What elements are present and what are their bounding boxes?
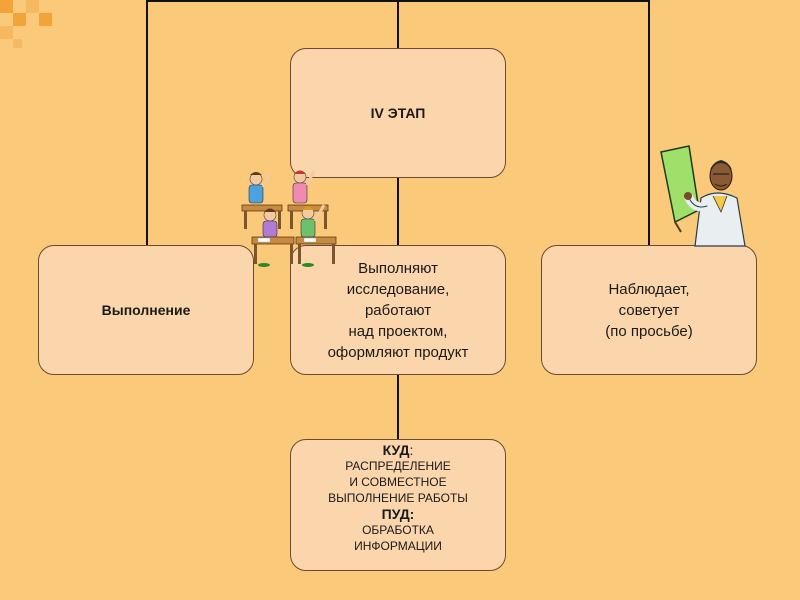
connector-top-left-vertical	[146, 0, 148, 245]
connector-top-horizontal	[146, 0, 650, 2]
execution-box: Выполнение	[38, 245, 254, 375]
kud-line: И СОВМЕСТНОЕ	[349, 475, 447, 489]
student-activity-line: работают	[364, 301, 432, 319]
student-activity-box: Выполняют исследование, работают над про…	[290, 245, 506, 375]
stage-label: IV ЭТАП	[370, 105, 426, 121]
student-activity-line: оформляют продукт	[327, 343, 469, 361]
corner-squares-icon	[0, 0, 52, 48]
connector-top-right-vertical	[648, 0, 650, 245]
teacher-with-board-icon	[655, 140, 755, 250]
kud-heading: КУД:	[383, 442, 414, 458]
connector-stage-to-middle	[397, 178, 399, 245]
student-activity-line: исследование,	[346, 280, 450, 298]
connector-top-center-vertical	[397, 0, 399, 48]
kud-line: ВЫПОЛНЕНИЕ РАБОТЫ	[328, 491, 468, 505]
kud-line: РАСПРЕДЕЛЕНИЕ	[345, 459, 451, 473]
teacher-activity-line: советует	[618, 301, 680, 319]
student-activity-line: Выполняют	[358, 259, 438, 277]
teacher-activity-box: Наблюдает, советует (по просьбе)	[541, 245, 757, 375]
execution-label: Выполнение	[101, 302, 191, 318]
teacher-activity-line: Наблюдает,	[608, 280, 690, 298]
pud-line: ОБРАБОТКА	[362, 523, 434, 537]
kud-colon: :	[409, 442, 414, 458]
stage-box: IV ЭТАП	[290, 48, 506, 178]
corner-decoration	[0, 0, 60, 50]
teacher-activity-line: (по просьбе)	[605, 322, 693, 340]
kud-heading-text: КУД	[382, 442, 410, 458]
student-activity-line: над проектом,	[348, 322, 448, 340]
connector-middle-to-bottom	[397, 375, 399, 439]
pud-line: ИНФОРМАЦИИ	[354, 539, 442, 553]
learning-actions-box: КУД: РАСПРЕДЕЛЕНИЕ И СОВМЕСТНОЕ ВЫПОЛНЕН…	[290, 439, 506, 571]
pud-heading: ПУД:	[381, 506, 415, 522]
students-at-desks-icon	[238, 165, 338, 270]
